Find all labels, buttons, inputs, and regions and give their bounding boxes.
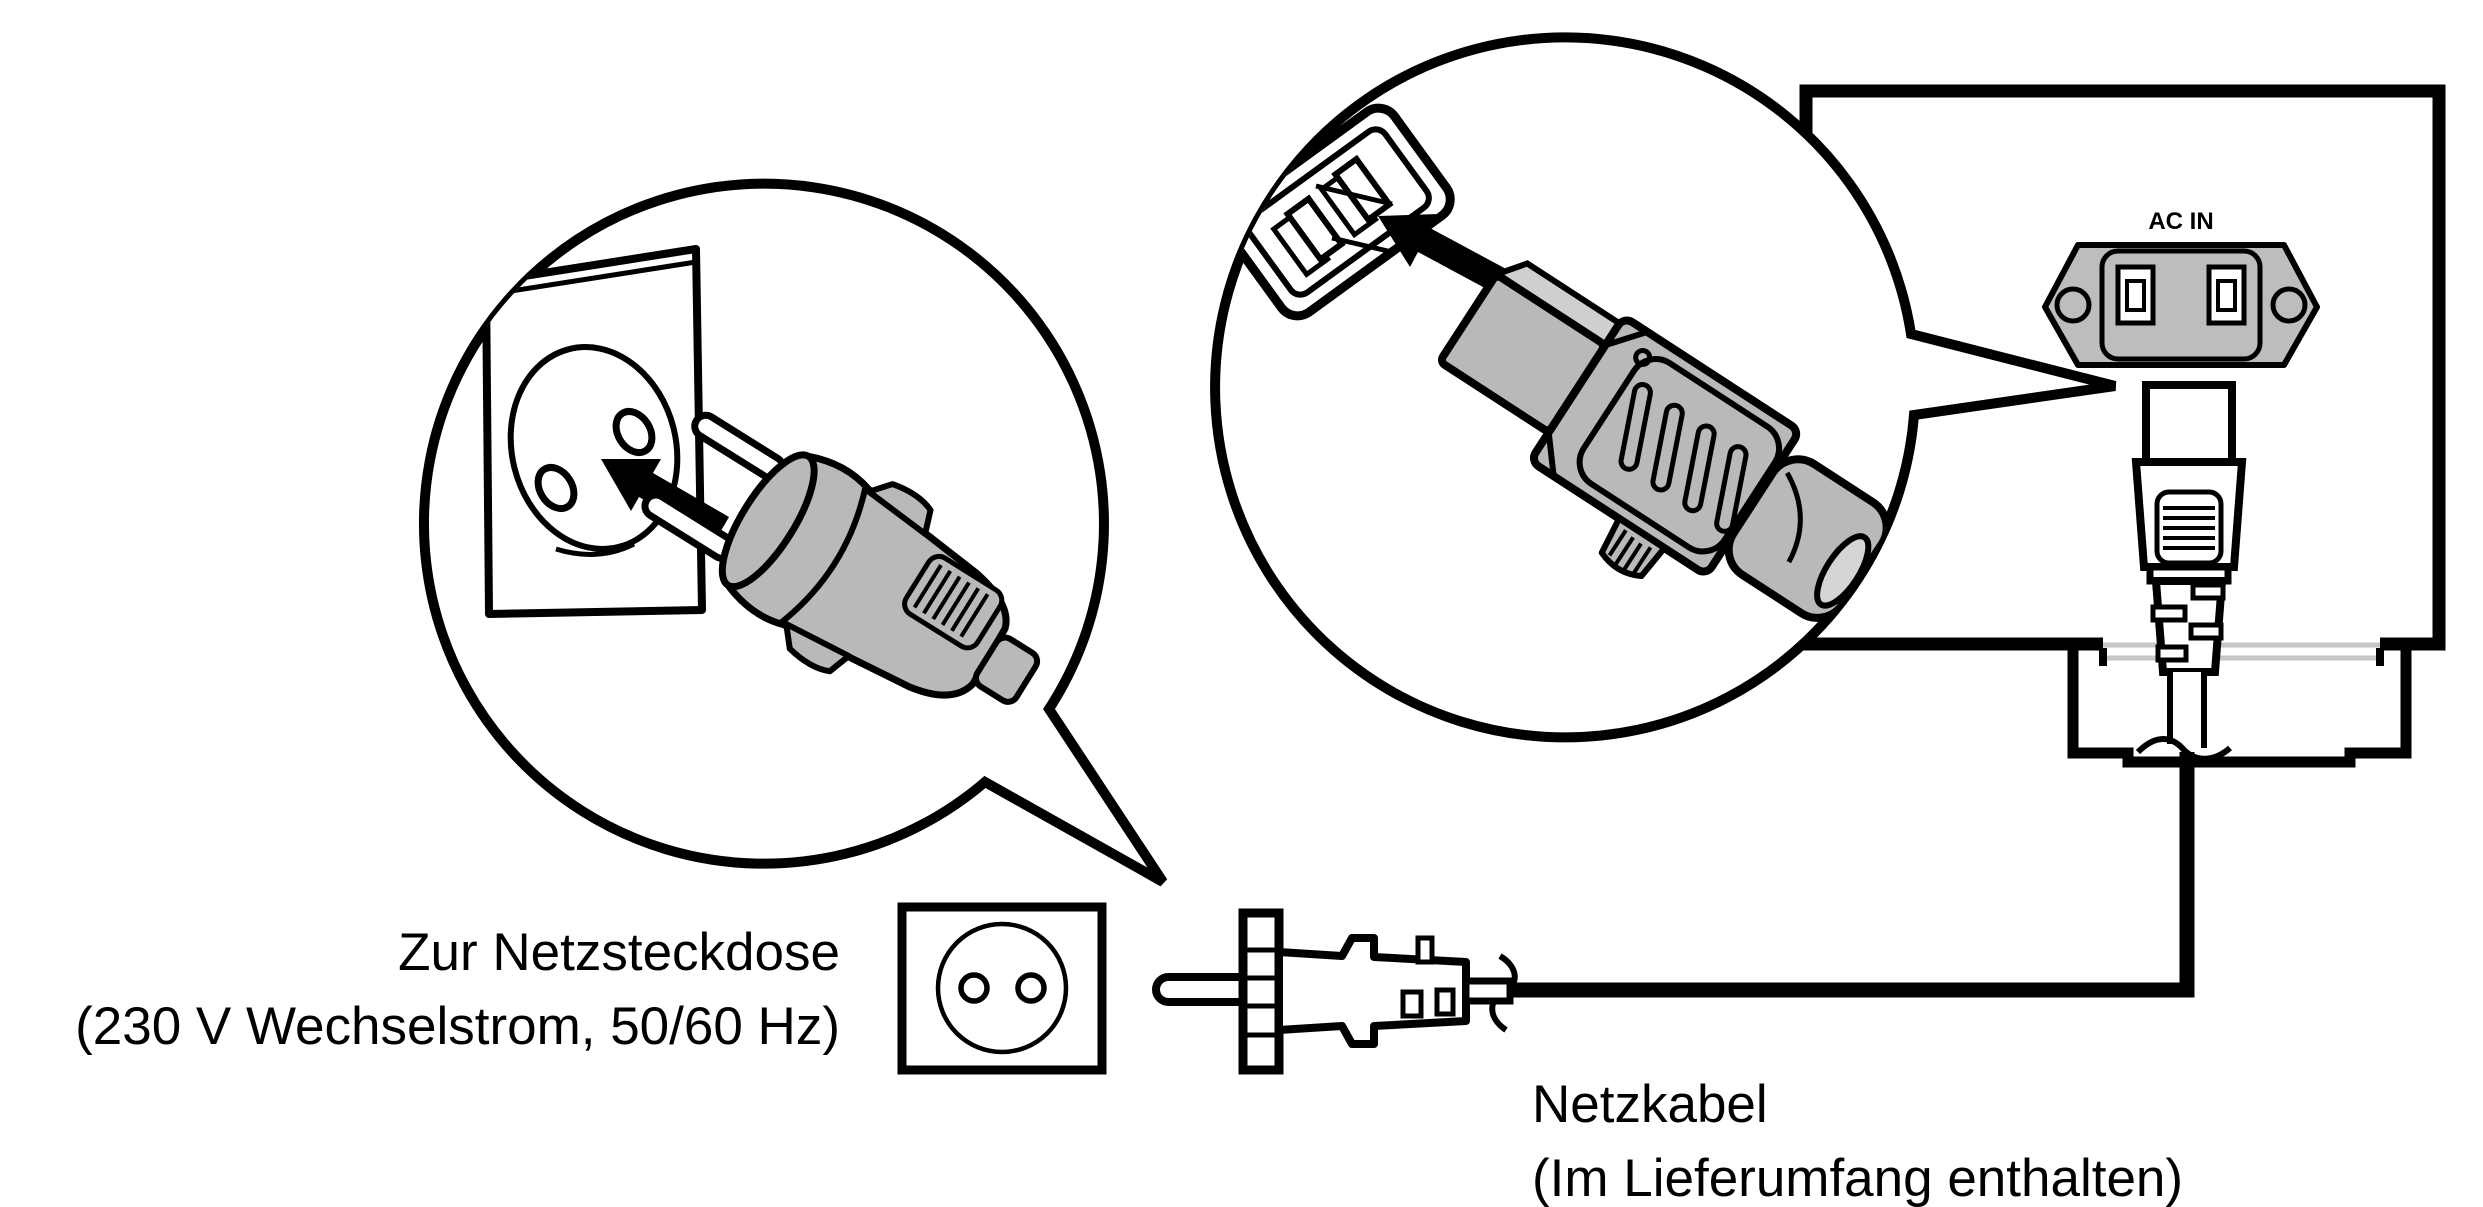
mains-plug-side-icon xyxy=(1152,908,1514,1075)
caption-outlet: Zur Netzsteckdose (230 V Wechselstrom, 5… xyxy=(75,923,840,1056)
wall-outlet-callout-content xyxy=(482,245,1041,705)
connector-nose xyxy=(2142,381,2236,466)
device-inlet-callout-icon xyxy=(1210,32,2117,743)
outlet-hole xyxy=(1015,972,1047,1004)
grip-slot xyxy=(1682,423,1717,514)
face-plate-lines xyxy=(1243,947,1279,1038)
inlet-guide-lines xyxy=(1315,183,1393,255)
boot-curve-line xyxy=(1784,471,1803,564)
plug-grommet xyxy=(972,634,1041,705)
cord-outline-lines xyxy=(2167,672,2207,748)
mains-plug-icon xyxy=(641,411,1041,705)
caption-cable: Netzkabel (Im Lieferumfang enthalten) xyxy=(1532,1075,2183,1207)
arrow-icon xyxy=(1378,214,1508,294)
shoulder-lines xyxy=(1545,329,1649,477)
inlet-pin-front xyxy=(1283,194,1346,264)
latch-rib-lines xyxy=(1607,529,1653,574)
wall-outlet-symbol-icon xyxy=(897,902,1107,1075)
grip-slot xyxy=(1714,444,1749,534)
cable-caption-line2: (Im Lieferumfang enthalten) xyxy=(1532,1149,2183,1207)
device-inlet-callout-content xyxy=(1221,103,1891,622)
inlet-pin xyxy=(2216,279,2237,312)
grip-slot xyxy=(1618,382,1653,472)
outlet-hole xyxy=(534,464,578,512)
power-cord-icon xyxy=(1489,736,2232,1033)
boot-notch xyxy=(2188,622,2224,641)
boot-notch xyxy=(2155,644,2189,663)
boot-notch xyxy=(2190,582,2226,601)
wall-outlet-callout-icon xyxy=(419,178,1168,887)
cord-connector-at-device-icon xyxy=(2131,381,2247,748)
plug-latch xyxy=(865,481,934,537)
device-rear-panel-icon: AC IN xyxy=(1799,84,2446,768)
plug-ridge xyxy=(1434,987,1456,1017)
outlet-caption-line2: (230 V Wechselstrom, 50/60 Hz) xyxy=(75,997,840,1056)
outlet-caption-line1: Zur Netzsteckdose xyxy=(398,923,840,982)
grip-rib-lines xyxy=(2163,506,2215,550)
recess-lip-line xyxy=(555,541,636,557)
cord-white-fill xyxy=(2170,672,2204,746)
grip-slot xyxy=(1650,402,1685,493)
device-foot-icon xyxy=(2067,645,2412,768)
plug-latch xyxy=(783,621,852,675)
cable-end xyxy=(1814,533,1872,609)
plug-neck xyxy=(1462,977,1514,1005)
wall-plate-edge-line xyxy=(491,259,697,297)
screw-hole-icon xyxy=(2270,286,2308,324)
plug-ridge xyxy=(1415,935,1435,965)
plug-face-plate xyxy=(1238,908,1284,1075)
plug-grip xyxy=(902,553,1005,651)
plug-pin xyxy=(1152,973,1256,1006)
plug-front-face xyxy=(718,451,818,591)
cable-caption-line1: Netzkabel xyxy=(1532,1075,1768,1134)
inlet-pin xyxy=(2125,279,2146,312)
power-cord-line xyxy=(1506,752,2195,998)
boot-notch xyxy=(2150,604,2188,623)
screw-hole-icon xyxy=(2054,286,2092,324)
ac-in-label: AC IN xyxy=(2148,208,2213,235)
foot-tab-lines xyxy=(2099,648,2384,666)
outlet-recess xyxy=(935,921,1069,1055)
panel-seam-lines xyxy=(2103,642,2380,661)
outlet-hole xyxy=(958,972,990,1004)
grip-rib-lines xyxy=(912,563,990,638)
cord-pass-through-wave xyxy=(2135,736,2232,762)
plug-collar-line xyxy=(777,484,869,627)
ac-inlet-icon xyxy=(2042,242,2320,368)
foot-outline xyxy=(2067,645,2412,768)
cord-connector-icon xyxy=(1437,260,1891,622)
plug-ridge xyxy=(1400,989,1424,1019)
outlet-hole xyxy=(612,408,656,456)
